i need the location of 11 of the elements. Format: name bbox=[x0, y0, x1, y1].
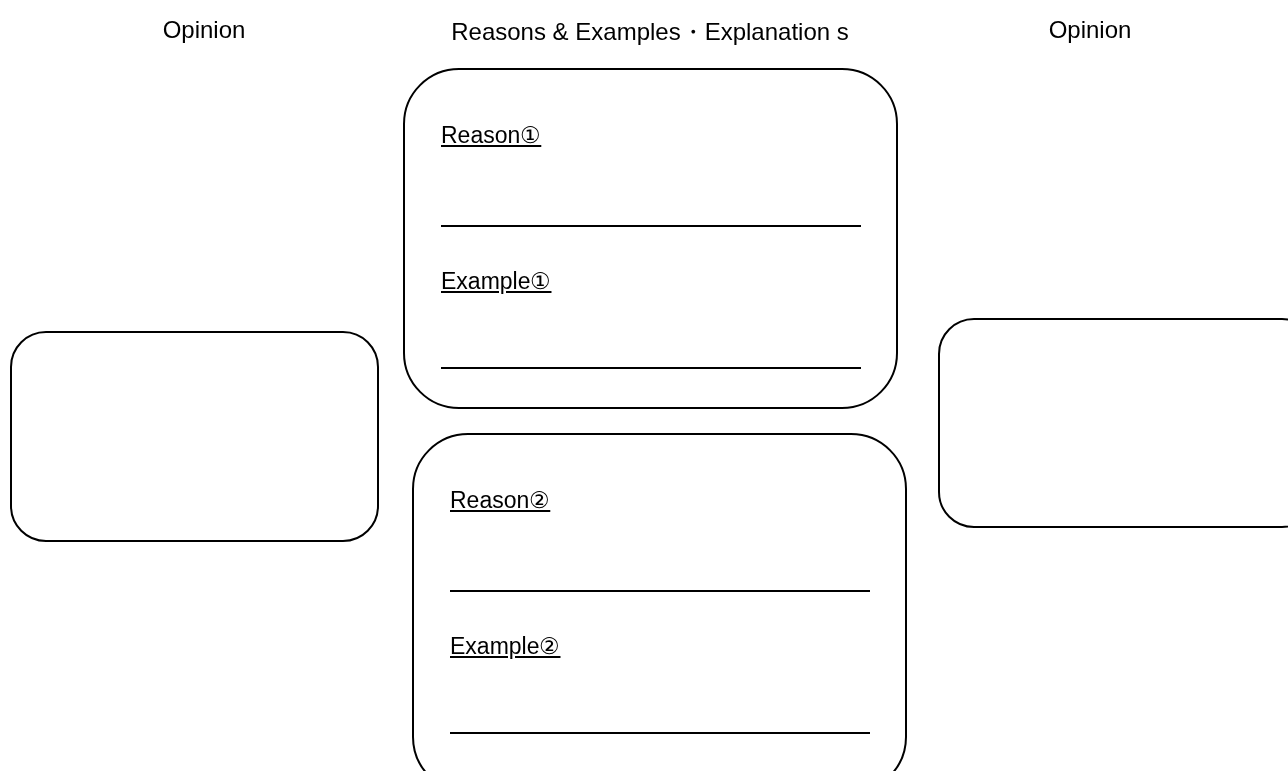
answer-box bbox=[10, 331, 379, 542]
prompt-heading: Example② bbox=[450, 633, 561, 660]
column-heading: Opinion bbox=[162, 16, 246, 44]
column-heading: Reasons & Examples・Explanation s bbox=[451, 17, 849, 47]
rounded-box bbox=[403, 68, 898, 409]
answer-box bbox=[938, 318, 1288, 528]
prompt-heading: Reason② bbox=[450, 487, 551, 514]
prompt-heading: Example① bbox=[441, 268, 552, 295]
column-heading: Opinion bbox=[1048, 16, 1132, 44]
prompt-heading: Reason① bbox=[441, 122, 542, 149]
rounded-box bbox=[412, 433, 907, 771]
